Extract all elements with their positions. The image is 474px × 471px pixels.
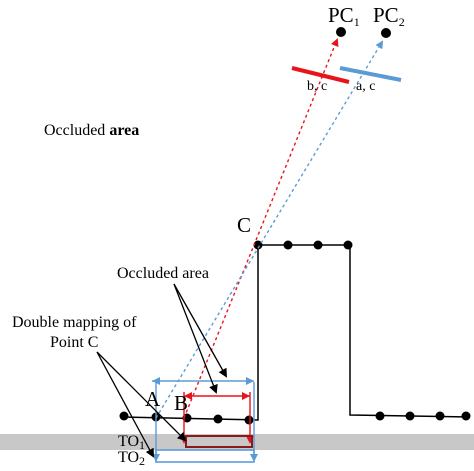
point-c-label: C <box>237 213 251 237</box>
point-marker <box>375 411 385 421</box>
ground-strip <box>0 434 474 450</box>
pc2-point <box>381 28 391 38</box>
pc2-label: PC2 <box>373 3 405 29</box>
to2-footprint <box>155 449 255 463</box>
to1-label: TO1 <box>118 433 145 452</box>
point-marker <box>343 240 353 250</box>
point-marker <box>253 240 263 250</box>
to2-label: TO2 <box>118 449 145 468</box>
point-marker <box>313 240 323 250</box>
point-b-label: B <box>174 391 188 415</box>
point-marker <box>119 411 129 421</box>
image-plane-pc1-label: b, c <box>307 79 327 94</box>
ray-pc1 <box>183 38 339 419</box>
point-marker <box>435 411 445 421</box>
image-plane-pc2 <box>339 66 402 82</box>
pc1-point <box>336 27 346 37</box>
occluded-area-label: Occluded area <box>117 265 209 282</box>
to1-footprint <box>185 435 253 448</box>
callout-double-to2 <box>96 351 154 458</box>
occluded-span-pc1-heads <box>184 392 250 400</box>
callout-occluded-pc2 <box>173 283 227 378</box>
occluded-area-title: Occluded area <box>44 122 139 139</box>
image-plane-pc1 <box>291 66 350 84</box>
ray-pc2 <box>155 40 384 419</box>
profile-points <box>119 240 471 425</box>
callout-occluded-pc1 <box>173 283 218 394</box>
image-plane-pc2-label: a, c <box>356 79 375 94</box>
pc1-label: PC1 <box>328 3 360 29</box>
terrain-profile <box>123 244 471 421</box>
point-marker <box>244 415 254 425</box>
point-marker <box>405 411 415 421</box>
callout-double-to1 <box>96 351 187 442</box>
point-a-label: A <box>145 387 161 411</box>
point-marker <box>213 414 223 424</box>
double-mapping-label-line2: Point C <box>50 334 98 351</box>
double-mapping-label-line1: Double mapping of <box>12 314 137 331</box>
point-marker <box>283 240 293 250</box>
point-marker <box>461 411 471 421</box>
